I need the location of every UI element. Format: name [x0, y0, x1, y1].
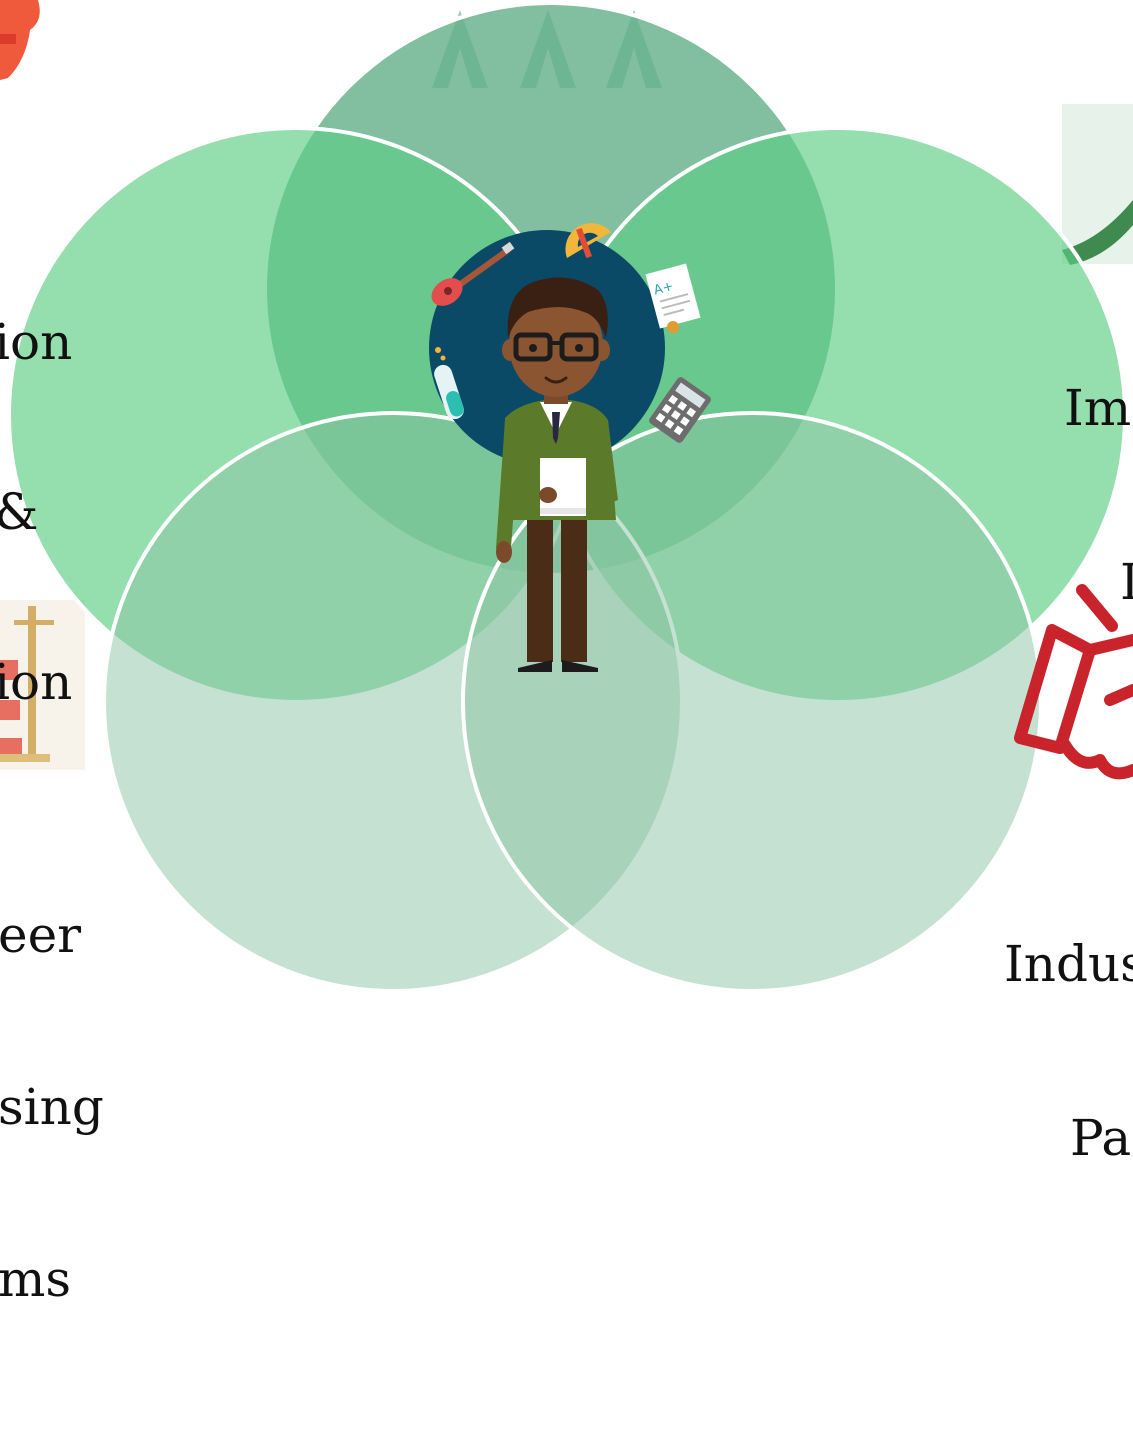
handshake-icon: [1014, 584, 1133, 780]
certificate-icon: A+: [645, 263, 701, 333]
label-line: ms: [0, 1250, 72, 1308]
student-icon: [496, 277, 618, 672]
label-line: I: [1120, 553, 1133, 611]
guitar-icon: [431, 241, 515, 306]
label-line: &: [0, 482, 72, 542]
label-left-top: ion & ion: [0, 192, 72, 832]
label-right-top: Im I: [1064, 258, 1133, 732]
label-left-bottom: eer sing ms: [0, 785, 104, 1429]
venn-diagram: A+: [0, 0, 1133, 1308]
crane-icon: [0, 600, 85, 770]
label-line: Im: [1064, 379, 1132, 437]
protractor-icon: [565, 223, 611, 259]
label-line: Indus: [1004, 935, 1133, 993]
venn-svg: A+: [0, 0, 1133, 993]
label-line: sing: [0, 1078, 104, 1136]
calculator-icon: [649, 377, 711, 443]
label-right-bottom: Indus Pa: [1004, 814, 1133, 1288]
top-left-art-icon: [0, 0, 40, 80]
test-tube-icon: [434, 347, 464, 420]
svg-text:A+: A+: [652, 279, 675, 299]
label-line: eer: [0, 906, 82, 964]
label-line: ion: [0, 313, 73, 371]
label-line: ion: [0, 653, 73, 711]
right-chart-icon: [1062, 104, 1133, 265]
label-line: Pa: [1070, 1109, 1132, 1167]
